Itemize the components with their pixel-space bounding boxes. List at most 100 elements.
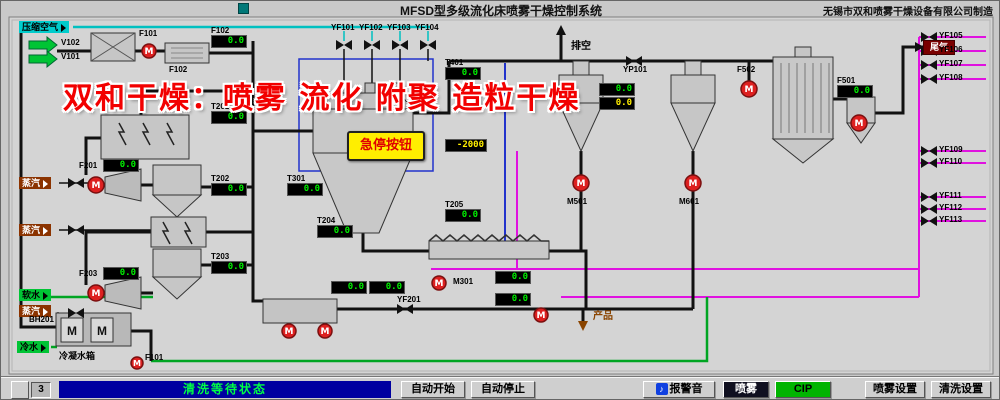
clean-settings-button[interactable]: 清洗设置: [931, 381, 991, 398]
electric-heater-2: [150, 216, 207, 248]
source-soft-water: 软水: [19, 289, 52, 301]
motor-icon[interactable]: M: [431, 275, 447, 291]
tailgas-label: 尾气: [923, 40, 955, 55]
motor-icon[interactable]: M: [317, 323, 333, 339]
tag-rv6: YF110: [939, 157, 963, 166]
emergency-stop-button[interactable]: 急停按钮: [347, 131, 425, 161]
bag-filter: [771, 46, 835, 164]
product-label: 产品: [593, 311, 613, 322]
motor-icon[interactable]: M: [130, 356, 144, 370]
display-value: 0.0: [837, 85, 873, 98]
tag-yf102: YF102: [359, 23, 383, 32]
display-pressure: -2000: [445, 139, 487, 152]
heater-f102: [164, 42, 210, 64]
condensate-tank-label: 冷凝水箱: [59, 351, 96, 361]
alarm-sound-button[interactable]: ♪报警音: [643, 381, 715, 398]
display-value: 0.0: [211, 183, 247, 196]
source-label: 冷水: [20, 342, 39, 352]
svg-text:M: M: [537, 311, 546, 321]
cyclone-vessel-1: [151, 164, 203, 218]
motors: M M M M M M M M M M M M: [87, 43, 868, 370]
svg-text:M: M: [745, 85, 754, 95]
motor-icon[interactable]: M: [533, 307, 549, 323]
svg-text:M: M: [145, 47, 154, 57]
motor-icon[interactable]: M: [281, 323, 297, 339]
counter-display: 3: [31, 382, 51, 398]
tag-m601: M601: [679, 197, 700, 206]
display-value: 0.0: [495, 271, 531, 284]
auto-stop-button[interactable]: 自动停止: [471, 381, 535, 398]
tag-f201: F201: [79, 161, 98, 170]
tag-f102: F102: [169, 65, 188, 74]
display-value: 0.0: [211, 261, 247, 274]
display-cyclone1-b: 0.0: [599, 97, 635, 110]
cyclone-vessel-2: [151, 248, 203, 300]
display-bed-2: 0.0: [369, 281, 405, 294]
motor-icon[interactable]: M: [572, 174, 590, 192]
display-label: T203: [211, 252, 230, 261]
display-value: 0.0: [103, 267, 139, 280]
tag-f101-pump: F101: [145, 353, 164, 362]
display-label: T201: [211, 102, 230, 111]
source-label: 蒸汽: [22, 178, 41, 188]
motor-icon[interactable]: M: [850, 114, 868, 132]
display-value: 0.0: [599, 97, 635, 110]
speaker-icon: ♪: [655, 383, 668, 396]
display-value: 0.0: [287, 183, 323, 196]
display-f201: 0.0: [103, 159, 139, 172]
tag-yf103: YF103: [387, 23, 411, 32]
title-bar: MFSD型多级流化床喷雾干燥控制系统 无锡市双和喷雾干燥设备有限公司制造: [1, 1, 999, 18]
pipes-cyan: [73, 25, 431, 41]
svg-text:M: M: [67, 324, 77, 338]
vent-label: 排空: [571, 41, 591, 52]
status-bar: 清洗等待状态: [59, 381, 391, 398]
page-title: MFSD型多级流化床喷雾干燥控制系统: [400, 4, 602, 18]
tag-yf104: YF104: [415, 23, 439, 32]
alarm-sound-label: 报警音: [669, 383, 703, 395]
electric-heater-1: [100, 114, 190, 160]
svg-text:M: M: [92, 289, 101, 299]
svg-text:M: M: [92, 181, 101, 191]
vent-arrow-icon: [556, 25, 566, 35]
svg-text:M: M: [689, 179, 698, 189]
spray-settings-button[interactable]: 喷雾设置: [865, 381, 925, 398]
inlet-filter: [90, 32, 136, 62]
motor-icon[interactable]: M: [87, 176, 105, 194]
tag-f203: F203: [79, 269, 98, 278]
cyclone-separator-1: [558, 60, 604, 153]
display-label: T205: [445, 200, 464, 209]
source-compressed-air: 压缩空气: [19, 21, 70, 33]
inlet-arrow-icon: [28, 35, 58, 55]
motor-icon[interactable]: M: [87, 284, 105, 302]
tag-rv5: YF109: [939, 145, 963, 154]
display-value: 0.0: [211, 35, 247, 48]
display-right-1: 0.0: [495, 271, 531, 284]
source-steam-1: 蒸汽: [19, 177, 52, 189]
display-cyclone1-a: 0.0: [599, 83, 635, 96]
svg-text:M: M: [285, 327, 294, 337]
condensate-tank: M M: [55, 312, 132, 347]
system-menu-button[interactable]: [11, 381, 29, 399]
motor-icon[interactable]: M: [141, 43, 157, 59]
display-label: T401: [445, 58, 464, 67]
auto-start-button[interactable]: 自动开始: [401, 381, 465, 398]
tag-bh201: BH201: [29, 315, 54, 324]
source-label: 压缩空气: [22, 22, 59, 32]
display-label: T301: [287, 174, 306, 183]
svg-text:M: M: [133, 359, 141, 368]
spray-button[interactable]: 喷雾: [723, 381, 769, 398]
watermark: 双和干燥：喷雾 流化 附聚 造粒干燥: [63, 81, 581, 116]
svg-text:M: M: [855, 119, 864, 129]
motor-icon[interactable]: M: [684, 174, 702, 192]
source-label: 蒸汽: [22, 225, 41, 235]
svg-text:M: M: [577, 179, 586, 189]
motor-icon[interactable]: M: [740, 80, 758, 98]
cip-button[interactable]: CIP: [775, 381, 831, 398]
svg-text:M: M: [97, 324, 107, 338]
